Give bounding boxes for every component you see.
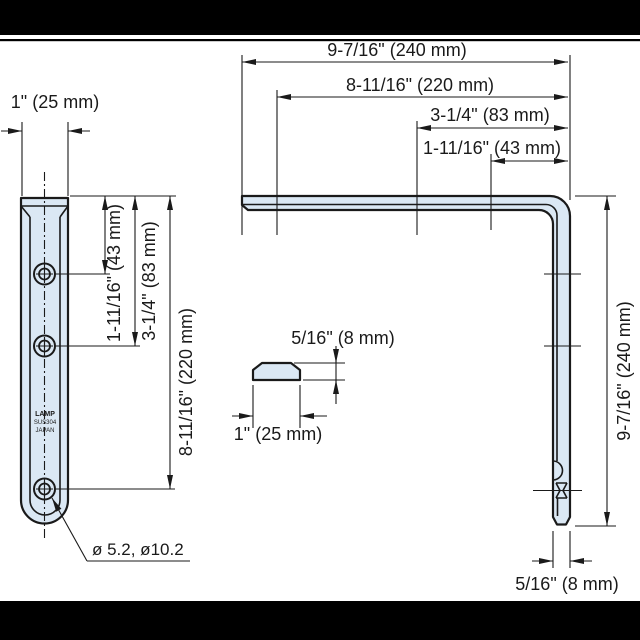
side-span83-label: 3-1/4" (83 mm) <box>430 105 549 125</box>
hole-1 <box>33 262 56 286</box>
front-width-dimension: 1" (25 mm) <box>1 92 99 196</box>
side-span220-label: 8-11/16" (220 mm) <box>346 75 494 95</box>
top-rule <box>0 39 640 42</box>
side-thickness-label: 5/16" (8 mm) <box>515 574 618 594</box>
section-view: 5/16" (8 mm) 1" (25 mm) <box>232 328 395 444</box>
bottom-bar <box>0 601 640 640</box>
hole-3 <box>33 477 56 501</box>
side-view: 9-7/16" (240 mm) 8-11/16" (220 mm) 3-1/4… <box>240 40 634 594</box>
screw-holes <box>33 262 56 501</box>
side-thickness-dimension: 5/16" (8 mm) <box>515 531 619 594</box>
section-profile <box>251 361 302 382</box>
front-view: LAMP SUS304 JAPAN 1" (25 mm) 1-11/16" (4… <box>1 92 196 562</box>
front-hole3-label: 8-11/16" (220 mm) <box>176 308 196 456</box>
side-bracket-inner-lines <box>242 203 568 516</box>
side-height-dimension: 9-7/16" (240 mm) <box>575 195 634 527</box>
side-bracket-body <box>240 194 572 526</box>
brand-logo: LAMP <box>35 411 55 418</box>
side-hole-ticks <box>533 273 582 492</box>
side-top-dimensions: 9-7/16" (240 mm) 8-11/16" (220 mm) 3-1/4… <box>241 40 571 235</box>
hole-2 <box>33 334 56 358</box>
front-width-label: 1" (25 mm) <box>11 92 99 112</box>
front-hole1-label: 1-11/16" (43 mm) <box>104 204 124 342</box>
brand-material: SUS304 <box>34 420 57 426</box>
front-hole2-label: 3-1/4" (83 mm) <box>139 221 159 340</box>
section-width-label: 1" (25 mm) <box>234 424 322 444</box>
side-length-label: 9-7/16" (240 mm) <box>327 40 466 60</box>
hole-diameter-note: ø 5.2, ø10.2 <box>51 497 190 562</box>
side-span43-label: 1-11/16" (43 mm) <box>423 138 561 158</box>
section-thickness-dimension: 5/16" (8 mm) <box>291 328 395 404</box>
hole-diameter-label: ø 5.2, ø10.2 <box>92 540 184 559</box>
brand-stamp: LAMP SUS304 JAPAN <box>34 411 57 434</box>
section-thickness-label: 5/16" (8 mm) <box>291 328 394 348</box>
brand-origin: JAPAN <box>36 428 55 434</box>
side-height-label: 9-7/16" (240 mm) <box>614 301 634 440</box>
section-width-dimension: 1" (25 mm) <box>232 385 327 444</box>
front-hole-dimensions: 1-11/16" (43 mm) 3-1/4" (83 mm) 8-11/16"… <box>56 195 196 490</box>
top-bar <box>0 0 640 35</box>
